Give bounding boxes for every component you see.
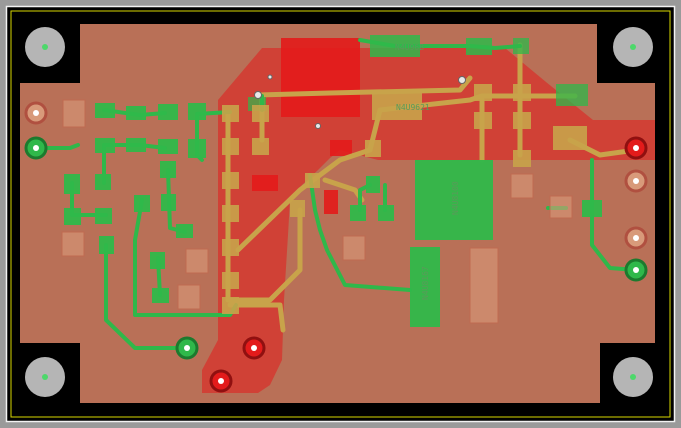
smd-pad: [126, 106, 146, 120]
via-icon: [315, 123, 321, 129]
through-hole-pad-icon: [209, 369, 233, 393]
mounting-hole-icon: [613, 27, 653, 67]
ic-label-top-a: N4U96B: [395, 43, 424, 52]
ghost-footprints: [61, 99, 573, 324]
ghost-pad: [62, 99, 86, 128]
smd-pad: [466, 38, 492, 55]
smd-pad: [553, 126, 587, 150]
ghost-pad: [549, 195, 573, 219]
smd-pad: [378, 205, 394, 221]
smd-pad: [513, 112, 531, 129]
bottom-pads: [64, 35, 602, 327]
ghost-pad: [510, 173, 534, 199]
smd-pad: [370, 35, 420, 57]
smd-pad: [222, 272, 239, 289]
smd-pad: [222, 105, 239, 122]
via-icon: [458, 76, 466, 84]
smd-pad: [222, 205, 239, 222]
mounting-holes: [25, 27, 653, 397]
smd-pad: [158, 104, 178, 120]
trace: [225, 111, 303, 303]
ic-label-center: N4U8100: [451, 181, 460, 215]
smd-pad: [474, 84, 492, 101]
ghost-connector: [469, 247, 499, 324]
smd-pad: [95, 208, 112, 224]
smd-pad: [161, 194, 176, 211]
smd-pad: [582, 200, 602, 217]
top-pad-small: [252, 175, 278, 191]
smd-pad: [290, 200, 305, 217]
through-hole-pad-icon: [624, 169, 648, 193]
ghost-pad: [342, 235, 366, 261]
smd-pad: [513, 84, 531, 101]
smd-pad: [365, 140, 381, 157]
smd-pad: [95, 174, 111, 190]
smd-pad: [222, 297, 239, 314]
smd-pad: [150, 252, 165, 269]
ic-pad-top: [372, 90, 422, 120]
trace: [308, 173, 412, 292]
ic-pad-bottom: [410, 247, 440, 327]
smd-pad: [305, 173, 320, 188]
vias: [254, 74, 466, 129]
keepout-outline: [10, 10, 671, 418]
smd-pad: [350, 205, 366, 221]
mounting-hole-icon: [25, 27, 65, 67]
top-pad-small: [324, 190, 338, 214]
smd-pad: [160, 161, 176, 178]
top-pads: [222, 84, 587, 314]
trace: [590, 158, 638, 272]
ghost-pad: [185, 248, 209, 274]
via-icon: [254, 91, 262, 99]
via-icon: [267, 74, 273, 80]
ghost-pad: [61, 231, 85, 257]
ghost-pad: [177, 284, 201, 310]
smd-pad: [556, 84, 588, 106]
smd-pad: [176, 224, 193, 238]
through-hole-pad-icon: [24, 101, 48, 125]
board-outline: [5, 5, 676, 423]
mounting-hole-icon: [25, 357, 65, 397]
mounting-hole-icon: [613, 357, 653, 397]
smd-pad: [222, 172, 239, 189]
trace: [104, 243, 189, 350]
smd-pad: [64, 174, 80, 194]
smd-pad: [188, 103, 206, 120]
smd-pad: [252, 138, 269, 155]
through-hole-pad-icon: [242, 336, 266, 360]
smd-pad: [152, 288, 169, 303]
trace: [227, 302, 286, 333]
smd-pad: [366, 176, 380, 193]
top-copper-layer: [202, 38, 655, 393]
smd-pad: [126, 138, 146, 152]
smd-pad: [513, 38, 529, 54]
ic-label-top-b: N4U9621: [396, 103, 430, 112]
smd-pad: [64, 208, 81, 225]
ic-label-bottom: N4U8167: [421, 266, 430, 300]
through-hole-pad-icon: [624, 136, 648, 160]
through-hole-pad-icon: [624, 226, 648, 250]
through-hole-pad-icon: [175, 336, 199, 360]
top-copper-pour: [202, 48, 655, 393]
smd-pad: [222, 239, 239, 256]
smd-pad: [252, 105, 269, 122]
smd-pad: [513, 150, 531, 167]
smd-pad: [134, 195, 150, 212]
through-hole-pad-icon: [624, 258, 648, 282]
smd-pad: [474, 112, 492, 129]
smd-pad: [99, 236, 114, 254]
smd-pad: [188, 139, 206, 158]
ic-pad-center: [415, 160, 493, 240]
smd-pad: [95, 103, 115, 118]
through-holes: [24, 101, 648, 393]
smd-pad: [158, 139, 178, 154]
through-hole-pad-icon: [24, 136, 48, 160]
top-pad-small: [330, 140, 352, 156]
smd-pad: [222, 138, 239, 155]
top-copper-block: [281, 38, 360, 117]
smd-pad: [95, 138, 115, 153]
